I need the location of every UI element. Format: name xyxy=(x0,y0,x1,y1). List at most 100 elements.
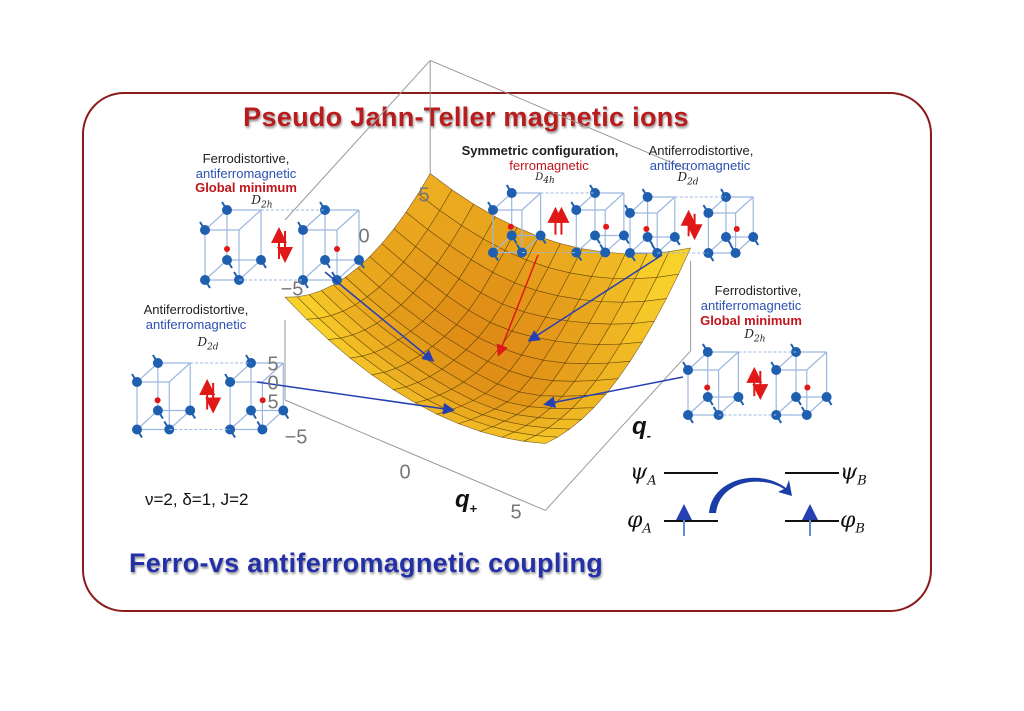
symmetry-letter: D xyxy=(677,170,688,184)
ligand-displacement xyxy=(189,409,197,420)
box-edge xyxy=(430,59,691,172)
symmetry-letter: D xyxy=(535,172,544,183)
central-ion xyxy=(704,384,711,391)
ligand-displacement xyxy=(651,244,659,254)
ligand-displacement xyxy=(152,354,159,364)
sub: A xyxy=(647,473,657,489)
config-d-structure xyxy=(682,343,833,424)
cube-edge xyxy=(604,192,625,211)
cube-edge xyxy=(656,196,676,214)
qplus-tick: 5 xyxy=(510,501,522,524)
axis-sub: + xyxy=(469,500,478,516)
qminus-tick: 0 xyxy=(267,372,279,395)
cube-edge xyxy=(261,362,284,383)
ligand-displacement xyxy=(487,201,494,211)
ligand-displacement xyxy=(510,234,518,245)
config-a-line2: antiferromagnetic xyxy=(195,166,297,181)
config-a-symmetry: D2h xyxy=(251,193,272,210)
ligand-displacement xyxy=(157,409,164,420)
qplus-axis-label: q+ xyxy=(455,486,477,516)
config-d-line2: antiferromagnetic xyxy=(700,298,802,313)
energy-levels xyxy=(664,472,839,522)
ligand-displacement xyxy=(720,188,727,198)
config-c-symmetry: D2d xyxy=(677,170,698,187)
ligand-displacement xyxy=(800,406,808,416)
symmetry-sub: 2d xyxy=(207,342,219,353)
psi-b-label: ψB xyxy=(840,460,867,488)
sub: B xyxy=(855,521,865,537)
surface-patch xyxy=(522,435,559,444)
ligand-displacement xyxy=(245,354,252,364)
sym: φ xyxy=(840,508,856,533)
ligand-displacement xyxy=(682,361,689,371)
ligand-displacement xyxy=(641,188,649,198)
axis-sub: - xyxy=(646,427,652,443)
central-ion xyxy=(643,226,650,232)
ligand-displacement xyxy=(701,343,709,353)
qminus-axis-line xyxy=(545,350,691,511)
pointer-arrow xyxy=(496,254,539,357)
potential-surface xyxy=(284,173,692,444)
ligand-displacement xyxy=(163,420,171,431)
pointer-arrow xyxy=(543,376,684,409)
central-ion xyxy=(334,246,340,252)
config-d-line1: Ferrodistortive, xyxy=(714,283,802,298)
phi-a-label: φA xyxy=(627,508,652,536)
ligand-displacement xyxy=(790,343,797,353)
cube-edge xyxy=(718,351,739,371)
z-tick: 0 xyxy=(358,225,370,248)
ligand-displacement xyxy=(131,373,138,383)
box-edge xyxy=(284,60,431,221)
config-b-structure xyxy=(487,184,630,262)
z-tick: 5 xyxy=(418,184,430,207)
ligand-displacement xyxy=(224,373,231,383)
central-ion xyxy=(224,246,230,252)
ligand-displacement xyxy=(707,252,715,262)
config-b-symmetry: D4h xyxy=(535,172,555,186)
ligand-displacement xyxy=(516,243,523,254)
symmetry-letter: D xyxy=(744,327,755,341)
ligand-displacement xyxy=(702,204,710,214)
ligand-displacement xyxy=(729,244,737,254)
central-ion xyxy=(733,226,740,232)
pointer-arrow xyxy=(527,254,663,342)
ligand-displacement xyxy=(297,221,304,231)
cube-edge xyxy=(168,362,191,383)
symmetry-letter: D xyxy=(251,193,262,207)
config-a-line3: Global minimum xyxy=(195,180,297,195)
config-b-line1: Symmetric configuration, xyxy=(461,143,619,158)
central-ion xyxy=(154,397,161,404)
sym: ψ xyxy=(840,460,858,485)
qplus-tick: 0 xyxy=(399,461,411,484)
axis-letter: q xyxy=(632,413,647,440)
config-e-structure xyxy=(131,354,290,439)
ligand-displacement xyxy=(324,259,331,269)
config-a-structure xyxy=(199,201,365,289)
ligand-displacement xyxy=(136,428,143,439)
symmetry-sub: 2d xyxy=(687,177,699,188)
config-e-line2: antiferromagnetic xyxy=(145,317,247,332)
cube-edge xyxy=(521,192,542,211)
ligand-displacement xyxy=(646,236,654,246)
qminus-axis-label: q- xyxy=(632,413,651,443)
symmetry-sub: 4h xyxy=(543,176,555,186)
qplus-tick: −5 xyxy=(284,426,308,449)
central-ion xyxy=(603,223,610,230)
ligand-displacement xyxy=(795,396,802,406)
config-b-line2: ferromagnetic xyxy=(509,158,589,173)
ligand-displacement xyxy=(775,414,783,424)
ligand-displacement xyxy=(505,184,513,194)
sym: ψ xyxy=(630,460,648,485)
ligand-displacement xyxy=(331,271,338,281)
ligand-displacement xyxy=(825,396,833,406)
symmetry-sub: 2h xyxy=(754,334,766,345)
ligand-displacement xyxy=(575,251,583,262)
central-ion xyxy=(507,223,514,230)
ligand-displacement xyxy=(725,236,732,246)
ligand-displacement xyxy=(629,252,636,262)
ligand-displacement xyxy=(712,406,720,416)
ligand-displacement xyxy=(687,414,694,424)
ligand-displacement xyxy=(594,234,601,245)
cube-edge xyxy=(336,209,360,231)
config-e-line1: Antiferrodistortive, xyxy=(143,302,249,317)
